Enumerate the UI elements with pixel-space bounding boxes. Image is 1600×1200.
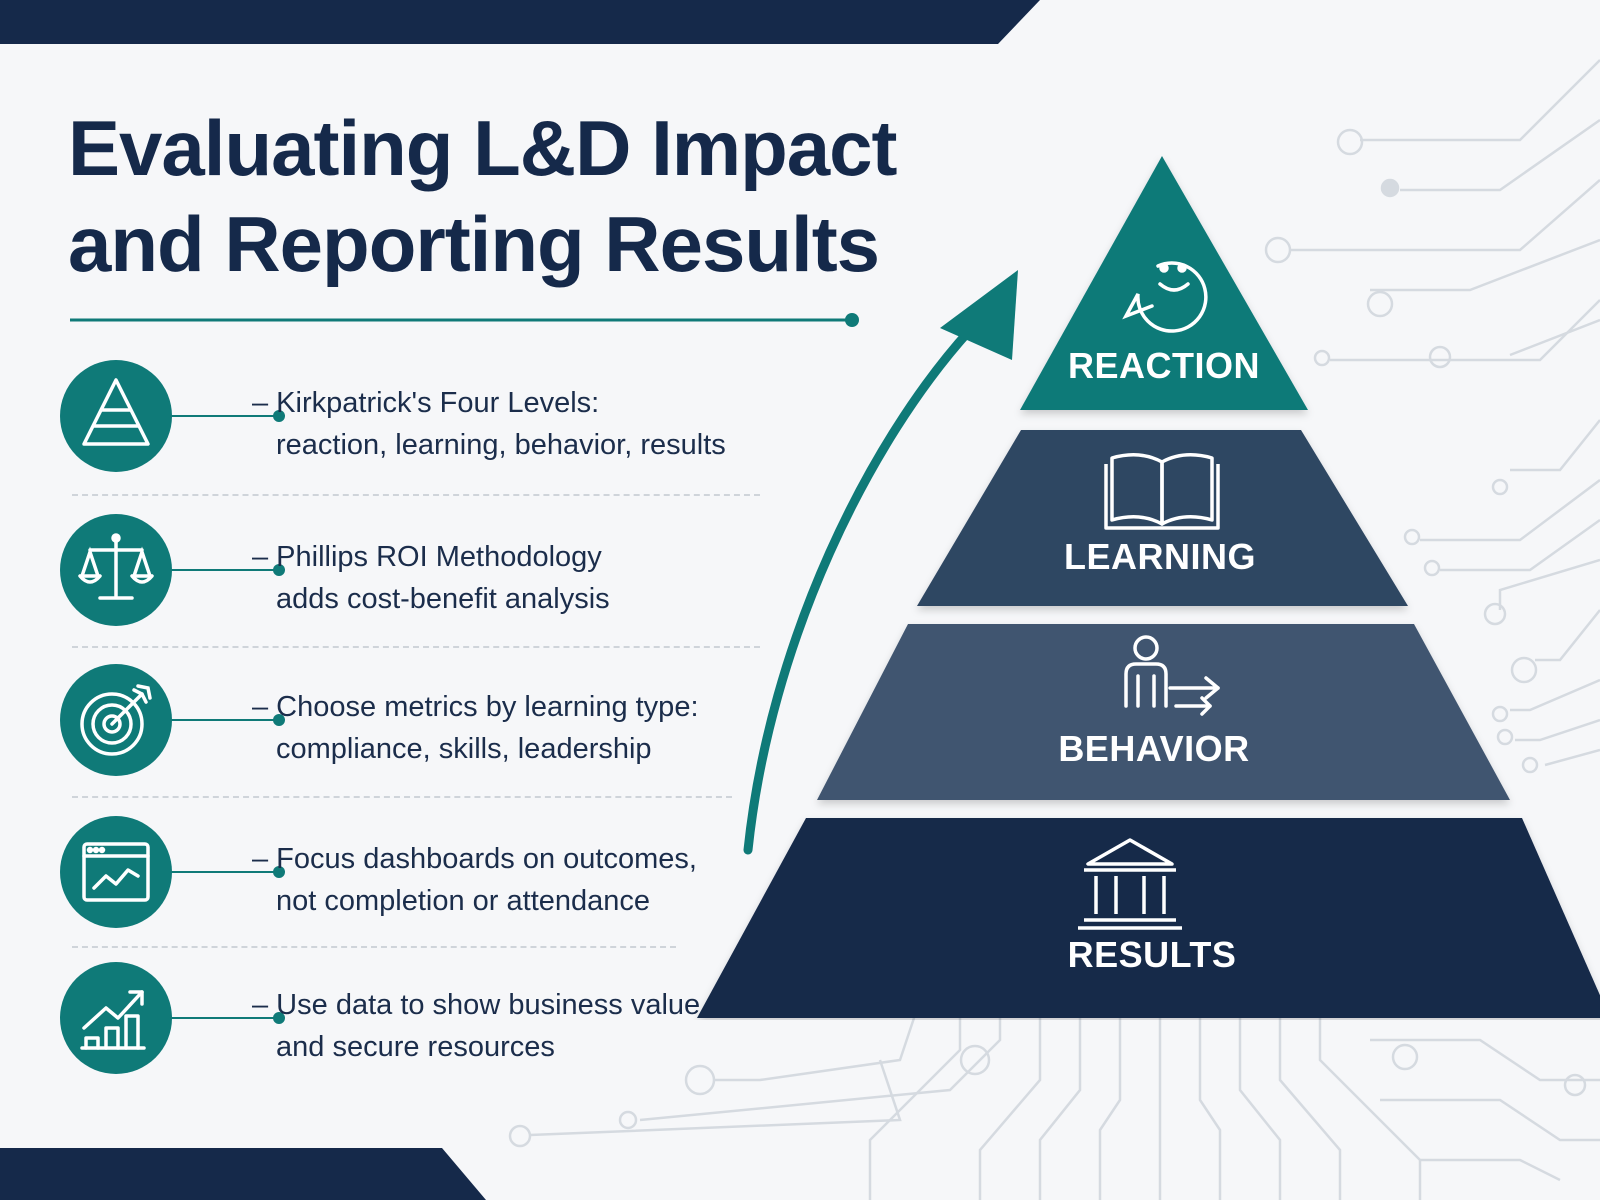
list-item-text: – Choose metrics by learning type: compl… — [252, 686, 772, 770]
connector-line — [168, 871, 280, 873]
list-item-line-2: compliance, skills, leadership — [276, 733, 652, 765]
list-item-line-2: and secure resources — [276, 1031, 555, 1063]
scales-icon — [60, 514, 172, 626]
connector-line — [168, 1017, 280, 1019]
dashboard-icon — [60, 816, 172, 928]
list-item-line-1: – Focus dashboards on outcomes, — [252, 843, 697, 875]
list-item-line-1: – Use data to show business value — [252, 989, 701, 1021]
pyramid-label-learning: LEARNING — [1064, 536, 1256, 577]
pyramid-icon — [60, 360, 172, 472]
title-underline-dot — [845, 313, 859, 327]
kirkpatrick-pyramid: REACTION LEARNING BEHAVIOR RESULTS — [680, 140, 1600, 1020]
list-item-text: – Use data to show business value and se… — [252, 984, 772, 1068]
list-item: – Use data to show business value and se… — [60, 962, 760, 1082]
connector-dot — [273, 1012, 285, 1024]
pyramid-level-results — [697, 818, 1600, 1018]
divider — [72, 796, 732, 798]
institution-icon — [1078, 838, 1182, 930]
list-item-text: – Focus dashboards on outcomes, not comp… — [252, 838, 772, 922]
connector-dot — [273, 564, 285, 576]
bottom-band — [0, 1148, 486, 1200]
person-arrows-icon — [1124, 635, 1220, 716]
top-band — [0, 0, 1040, 44]
open-book-icon — [1104, 453, 1220, 530]
pyramid-label-results: RESULTS — [1067, 934, 1237, 975]
list-item: – Focus dashboards on outcomes, not comp… — [60, 816, 760, 936]
divider — [72, 646, 760, 648]
list-item-text: – Kirkpatrick's Four Levels: reaction, l… — [252, 382, 772, 466]
list-item-line-2: adds cost-benefit analysis — [276, 583, 610, 615]
connector-dot — [273, 866, 285, 878]
divider — [72, 494, 760, 496]
target-icon — [60, 664, 172, 776]
growth-arrow-head — [940, 270, 1018, 360]
connector-dot — [273, 714, 285, 726]
title-line-1: Evaluating L&D Impact — [68, 104, 897, 192]
smiley-chat-icon — [1122, 261, 1208, 333]
list-item-text: – Phillips ROI Methodology adds cost-ben… — [252, 536, 772, 620]
list-item-line-1: – Choose metrics by learning type: — [252, 691, 699, 723]
pyramid-level-reaction — [1020, 156, 1308, 410]
connector-line — [168, 719, 280, 721]
pyramid-level-behavior — [817, 624, 1510, 800]
list-item-line-2: not completion or attendance — [276, 885, 651, 917]
divider — [72, 946, 676, 948]
growth-chart-icon — [60, 962, 172, 1074]
growth-arrow-shaft — [743, 325, 975, 855]
pyramid-label-reaction: REACTION — [1068, 345, 1260, 386]
title-line-2: and Reporting Results — [68, 200, 880, 288]
circuit-pattern — [508, 59, 1600, 1200]
connector-dot — [273, 410, 285, 422]
list-item: – Phillips ROI Methodology adds cost-ben… — [60, 514, 760, 634]
list-item-line-1: – Phillips ROI Methodology — [252, 541, 602, 573]
page-title: Evaluating L&D Impact and Reporting Resu… — [68, 100, 928, 292]
list-item-line-1: – Kirkpatrick's Four Levels: — [252, 387, 600, 419]
pyramid-label-behavior: BEHAVIOR — [1058, 728, 1250, 769]
list-item: – Kirkpatrick's Four Levels: reaction, l… — [60, 360, 760, 480]
connector-line — [168, 415, 280, 417]
connector-line — [168, 569, 280, 571]
list-item-line-2: reaction, learning, behavior, results — [276, 429, 726, 461]
key-points-list: – Kirkpatrick's Four Levels: reaction, l… — [60, 360, 760, 1082]
list-item: – Choose metrics by learning type: compl… — [60, 664, 760, 784]
